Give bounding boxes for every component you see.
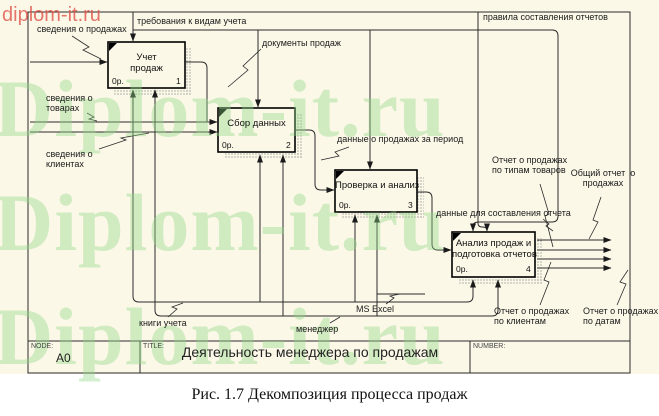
title-cell-caption: TITLE:: [143, 343, 165, 350]
number-cell-caption: NUMBER:: [473, 343, 506, 350]
box-3-cost: 0р.: [339, 200, 351, 210]
box-4-number: 4: [526, 264, 531, 274]
arrow-label-report-data: данные для составления отчета: [436, 208, 571, 218]
arrow-label-goods-info: сведения о товарах: [46, 93, 93, 113]
arrow-label-accounting-requirements: требования к видам учета: [137, 16, 247, 26]
arrow-label-report-by-client: Отчет о продажах по клиентам: [494, 306, 570, 326]
figure-caption: Рис. 1.7 Декомпозиция процесса продаж: [191, 386, 468, 403]
box-2-cost: 0р.: [222, 140, 234, 150]
arrow-label-clients-info: сведения о клиентах: [46, 149, 93, 169]
diagram-frame: [27, 11, 631, 374]
arrow-label-account-books: книги учета: [139, 318, 187, 328]
box-corner-triangles: [109, 43, 461, 241]
label-leaders: [71, 35, 629, 324]
box-3-number: 3: [408, 200, 413, 210]
node-value: A0: [56, 351, 71, 365]
box-4-label: Анализ продаж и подготовка отчетов: [452, 238, 537, 260]
arrow-label-ms-excel: MS Excel: [356, 304, 395, 314]
box-2-label: Сбор данных: [227, 118, 286, 129]
arrow-label-sales-documents: документы продаж: [262, 38, 341, 48]
activity-boxes: [107, 41, 536, 278]
box-1-cost: 0р.: [112, 76, 124, 86]
arrow-label-report-rules: правила составления отчетов: [483, 12, 608, 22]
arrow-label-sales-info: сведения о продажах: [37, 24, 127, 34]
box-3-label: Проверка и анализ: [335, 180, 420, 191]
box-1-number: 1: [176, 76, 181, 86]
box-4-cost: 0р.: [456, 264, 468, 274]
node-cell-caption: NODE:: [31, 343, 54, 350]
box-1-label: Учет продаж: [130, 52, 163, 74]
arrow-label-report-by-date: Отчет о продажах по датам: [583, 306, 659, 326]
arrow-label-period-data: данные о продажах за период: [337, 134, 464, 144]
box-2-number: 2: [286, 140, 291, 150]
arrow-label-manager: менеджер: [296, 324, 339, 334]
arrow-label-general-report: Общий отчет о продажах: [570, 168, 636, 188]
caption-strip: [0, 374, 659, 416]
arrows: [30, 12, 612, 317]
arrow-label-report-by-type: Отчет о продажах по типам товаров: [492, 155, 568, 175]
diagram-title: Деятельность менеджера по продажам: [181, 344, 439, 360]
